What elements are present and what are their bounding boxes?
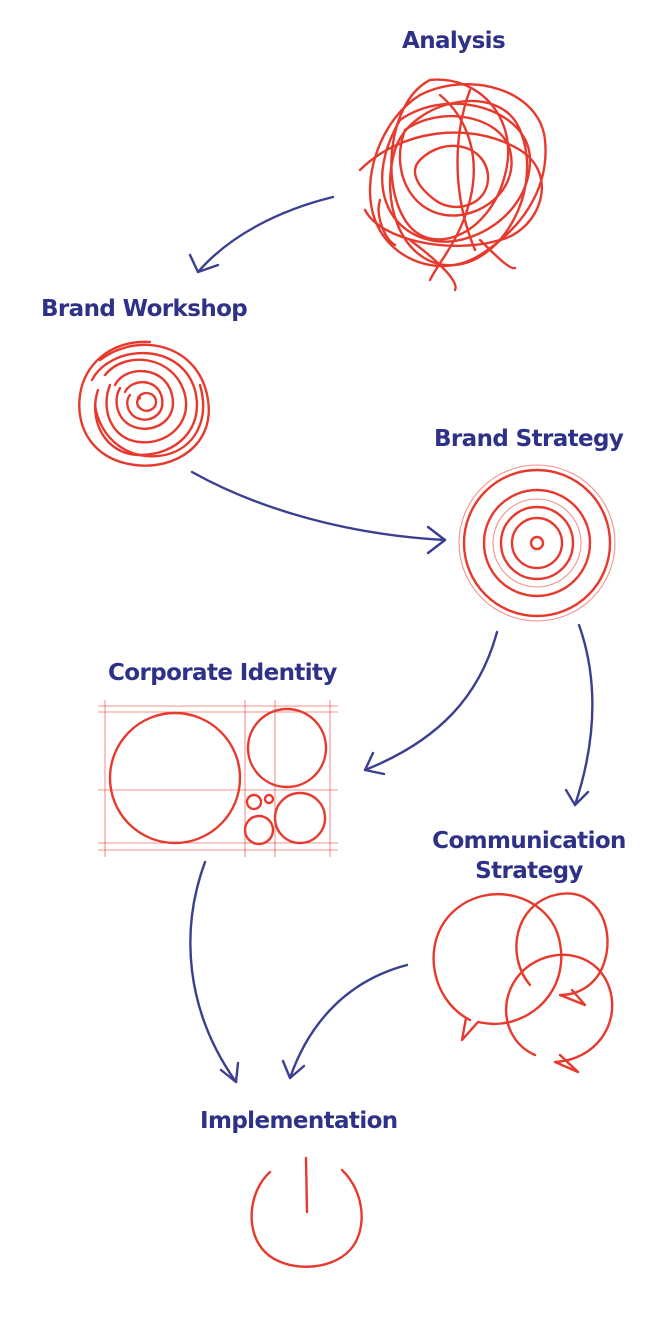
node-label-communication-strategy: Communication Strategy — [418, 826, 640, 886]
node-label-corporate-identity: Corporate Identity — [108, 660, 337, 686]
arrow-brand-strategy-to-corporate-identity — [363, 630, 499, 776]
arrow-corporate-identity-to-implementation — [189, 860, 240, 1084]
speech-bubbles-icon — [432, 892, 614, 1074]
arrow-communication-strategy-to-implementation — [281, 963, 409, 1080]
power-icon — [250, 1156, 363, 1268]
spiral-icon — [78, 340, 210, 467]
node-label-communication-strategy-line1: Communication — [432, 828, 626, 854]
arrow-analysis-to-brand-workshop — [188, 195, 335, 274]
arrow-brand-workshop-to-brand-strategy — [190, 470, 447, 555]
target-icon — [458, 464, 616, 622]
node-label-implementation: Implementation — [200, 1108, 398, 1134]
node-label-analysis: Analysis — [402, 28, 506, 54]
node-label-brand-workshop: Brand Workshop — [41, 296, 248, 322]
node-label-brand-strategy: Brand Strategy — [434, 426, 624, 452]
arrow-brand-strategy-to-communication-strategy — [564, 623, 594, 807]
node-label-communication-strategy-line2: Strategy — [475, 858, 583, 884]
scribble-icon — [358, 78, 547, 292]
circle-grid-icon — [98, 700, 338, 857]
